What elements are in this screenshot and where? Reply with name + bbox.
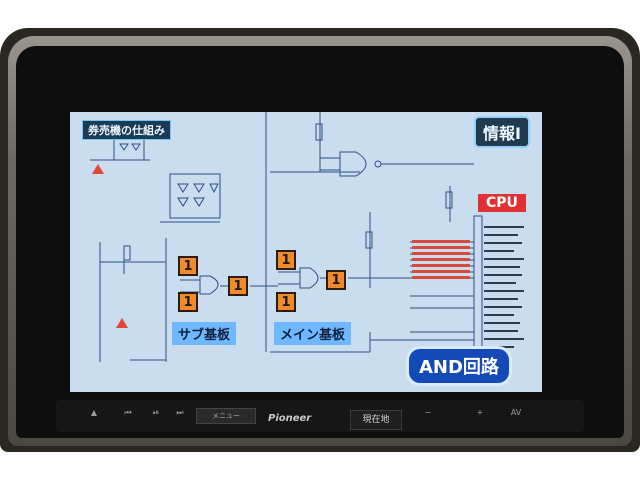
previous-track-icon[interactable]: ⏮ [124,408,132,417]
display-screen[interactable]: 券売機の仕組み 情報I CPU 1 1 1 1 1 1 サブ基板 メイン基板 A… [70,112,542,392]
next-track-icon[interactable]: ⏭ [176,408,184,417]
cpu-label: CPU [478,194,526,212]
input-one-main-bottom: 1 [276,292,296,312]
brand-logo: Pioneer [268,413,312,424]
current-location-button[interactable]: 現在地 [350,410,402,430]
head-unit-control-strip [56,400,584,432]
volume-up-icon[interactable]: + [476,408,484,417]
menu-button[interactable]: メニュー [196,408,256,424]
input-one-sub-top: 1 [178,256,198,276]
eject-icon[interactable]: ▲ [90,408,98,417]
play-pause-icon[interactable]: ⏯ [152,408,160,417]
av-button[interactable]: AV [510,408,522,417]
input-one-main-top: 1 [276,250,296,270]
sub-board-label: サブ基板 [172,322,237,345]
circuit-schematic [90,112,524,367]
output-one-main: 1 [326,270,346,290]
screen-title-right: 情報I [474,116,530,148]
input-one-sub-bottom: 1 [178,292,198,312]
screen-title-left: 券売機の仕組み [82,120,171,140]
main-board-label: メイン基板 [274,322,352,345]
output-one-sub: 1 [228,276,248,296]
and-circuit-banner: AND回路 [406,346,512,386]
volume-down-icon[interactable]: − [424,408,432,417]
